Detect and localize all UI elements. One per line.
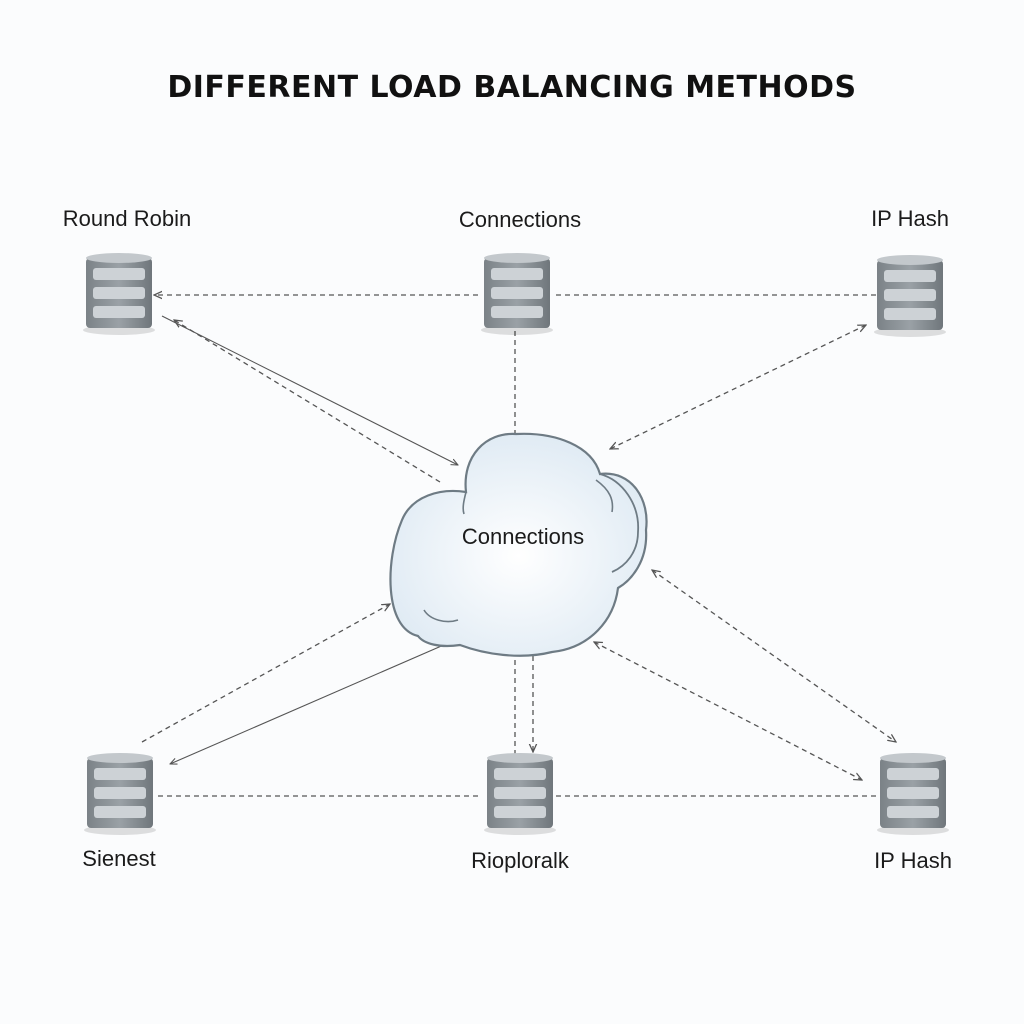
cloud-label: Connections (461, 524, 585, 549)
connector-cloud-to-bottom-right-upper (652, 570, 896, 742)
server-label-top-right: IP Hash (871, 206, 949, 231)
diagram-title: DIFFERENT LOAD BALANCING METHODS (167, 70, 857, 105)
server-bottom-left (84, 753, 156, 835)
cloud-icon (389, 432, 648, 657)
server-label-top-center: Connections (458, 207, 582, 232)
server-bottom-center (484, 753, 556, 835)
server-icon (484, 753, 556, 835)
connector-cloud-to-top-left (174, 320, 441, 483)
server-icon (874, 255, 946, 337)
server-top-left (83, 253, 155, 335)
server-label-top-left: Round Robin (62, 206, 192, 231)
server-icon (83, 253, 155, 335)
connector-top-left-to-cloud (161, 315, 458, 465)
connector-cloud-to-bottom-left (170, 643, 447, 764)
server-bottom-right (877, 753, 949, 835)
server-icon (877, 753, 949, 835)
server-top-right (874, 255, 946, 337)
server-top-center (481, 253, 553, 335)
connector-bottom-left-to-cloud (141, 604, 390, 743)
server-icon (84, 753, 156, 835)
server-label-bottom-right: IP Hash (874, 848, 952, 873)
server-label-bottom-left: Sienest (82, 846, 156, 871)
connector-cloud-to-bottom-right-lower (594, 642, 862, 780)
server-icon (481, 253, 553, 335)
server-label-bottom-center: Rioploralk (471, 848, 569, 873)
connector-top-right-to-cloud (610, 325, 866, 449)
